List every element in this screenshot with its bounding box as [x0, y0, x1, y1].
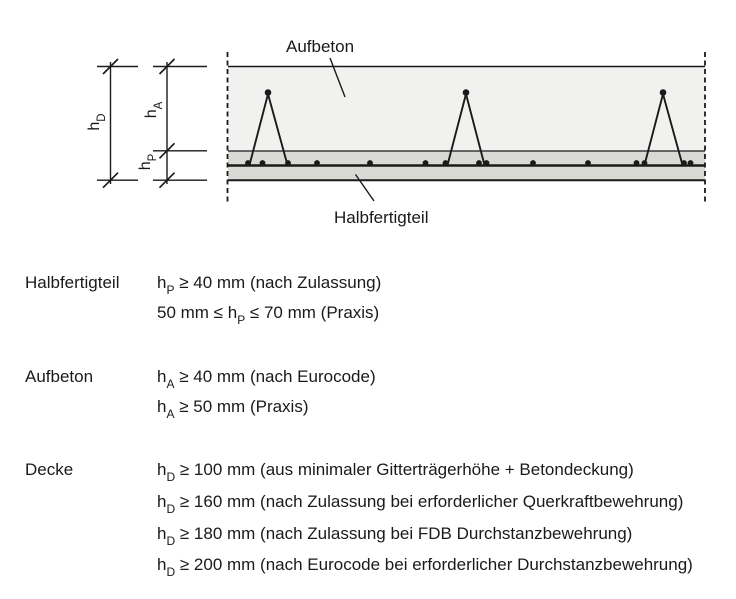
lattice-girder: [446, 89, 486, 166]
rebar-dot: [530, 160, 536, 166]
rebar-dot: [641, 160, 648, 166]
tick-mark: [158, 172, 176, 189]
spec-line-ha-eurocode: hA ≥ 40 mm (nach Eurocode): [157, 367, 376, 392]
lattice-girder: [643, 89, 684, 166]
spec-line-ha-praxis: hA ≥ 50 mm (Praxis): [157, 397, 309, 422]
tick-mark: [158, 58, 176, 75]
spec-line-hp-zulassung: hP ≥ 40 mm (nach Zulassung): [157, 273, 382, 298]
leader-line-halbfertigteil: [354, 174, 375, 202]
rebar-dots: [245, 160, 694, 166]
girder-apex-dot: [659, 89, 667, 96]
rebar-dot: [442, 160, 449, 166]
rebar-dot: [687, 160, 694, 166]
rebar-dot: [476, 160, 482, 166]
rebar-dot: [314, 160, 320, 166]
leader-line-aufbeton: [329, 57, 346, 98]
girder-apex-dot: [462, 89, 470, 96]
slab-cross-section-diagram: Aufbeton Halbfertigteil hD hA hP: [0, 0, 736, 245]
dimension-line-hA-hP: [153, 58, 207, 189]
aufbeton-label: Aufbeton: [286, 37, 355, 56]
spec-label-decke: Decke: [25, 460, 74, 479]
lattice-girder: [248, 89, 289, 166]
halbfertigteil-label: Halbfertigteil: [334, 208, 429, 227]
rebar-dot: [367, 160, 373, 166]
slab-drawing: [97, 52, 706, 204]
spec-line-hd-100: hD ≥ 100 mm (aus minimaler Gitterträgerh…: [157, 460, 634, 485]
tick-mark: [102, 58, 119, 75]
spec-label-aufbeton: Aufbeton: [25, 367, 94, 386]
spec-label-halbfertigteil: Halbfertigteil: [25, 273, 120, 292]
rebar-dot: [422, 160, 429, 166]
spec-line-hd-200: hD ≥ 200 mm (nach Eurocode bei erforderl…: [157, 555, 693, 580]
rebar-dot: [483, 160, 490, 166]
spec-line-hd-180: hD ≥ 180 mm (nach Zulassung bei FDB Durc…: [157, 524, 633, 549]
dimension-line-hD: [97, 58, 138, 189]
rebar-dot: [245, 160, 251, 166]
tick-mark: [102, 172, 119, 189]
rebar-dot: [259, 160, 266, 166]
rebar-dot: [633, 160, 640, 166]
rebar-dot: [681, 160, 687, 166]
rebar-dot: [585, 160, 591, 166]
aufbeton-fill: [228, 66, 705, 151]
tick-mark: [158, 142, 176, 159]
rebar-dot: [285, 160, 291, 166]
spec-line-hd-160: hD ≥ 160 mm (nach Zulassung bei erforder…: [157, 492, 684, 517]
girder-apex-dot: [264, 89, 272, 96]
spec-line-hp-praxis: 50 mm ≤ hP ≤ 70 mm (Praxis): [157, 303, 380, 328]
